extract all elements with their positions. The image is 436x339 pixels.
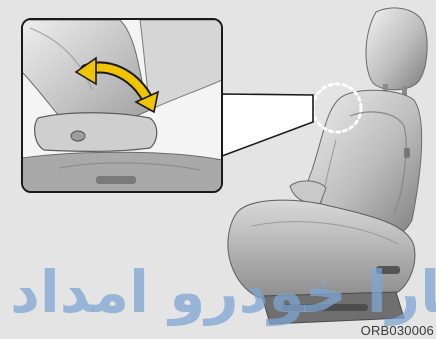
- figure-code: ORB030006: [361, 323, 434, 338]
- callout-connector: [222, 94, 313, 156]
- inset-detail-box: [20, 19, 222, 192]
- seat-headrest: [366, 8, 427, 102]
- armrest: [35, 113, 157, 152]
- watermark: فارا خودرو امداد: [10, 258, 436, 327]
